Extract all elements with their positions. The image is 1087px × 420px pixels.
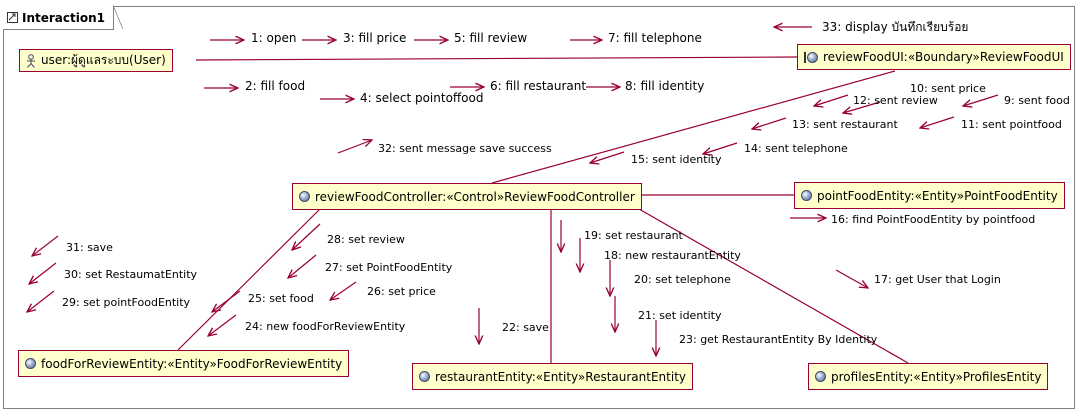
msg-25: 25: set food [248,292,314,305]
arrow-14 [703,142,738,154]
node-user-label: user:ผู้ดูแลระบบ(User) [41,53,166,67]
msg-28: 28: set review [327,233,405,246]
msg-11: 11: sent pointfood [961,118,1062,131]
arrow-13 [752,117,787,129]
node-profiles-entity-label: profilesEntity:«Entity»ProfilesEntity [831,369,1042,384]
msg-7: 7: fill telephone [608,31,702,45]
node-user[interactable]: user:ผู้ดูแลระบบ(User) [19,49,173,72]
msg-17: 17: get User that Login [874,273,1001,286]
arrow-30 [29,262,57,284]
node-restaurant-entity[interactable]: restaurantEntity:«Entity»RestaurantEntit… [412,363,694,390]
entity-icon [801,190,812,201]
control-icon [299,191,310,202]
msg-9: 9: sent food [1004,94,1070,107]
node-point-food-entity-label: pointFoodEntity:«Entity»PointFoodEntity [817,188,1058,203]
msg-13: 13: sent restaurant [792,118,898,131]
node-point-food-entity[interactable]: pointFoodEntity:«Entity»PointFoodEntity [794,182,1065,209]
arrow-28 [292,223,321,250]
msg-2: 2: fill food [245,79,306,93]
node-restaurant-entity-label: restaurantEntity:«Entity»RestaurantEntit… [435,369,687,384]
entity-icon [815,371,826,382]
msg-5: 5: fill review [454,31,528,45]
node-food-for-review-entity[interactable]: foodForReviewEntity:«Entity»FoodForRevie… [18,350,350,377]
arrow-11 [920,116,955,128]
arrow-17 [835,269,868,288]
msg-29: 29: set pointFoodEntity [62,296,191,309]
msg-12: 12: sent review [853,94,938,107]
msg-15: 15: sent identity [631,153,722,166]
entity-icon [419,371,430,382]
msg-24: 24: new foodForReviewEntity [245,320,406,333]
frame-title-tab[interactable]: Interaction1 [3,5,123,30]
node-food-for-review-entity-label: foodForReviewEntity:«Entity»FoodForRevie… [41,356,343,371]
msg-23: 23: get RestaurantEntity By Identity [679,333,878,346]
boundary-icon [807,51,818,63]
arrow-32 [337,140,372,154]
boundary-icon-bar [804,51,806,63]
msg-6: 6: fill restaurant [490,79,587,93]
frame-title: Interaction1 [22,10,105,25]
msg-1: 1: open [251,31,297,45]
msg-30: 30: set RestaumatEntity [64,268,198,281]
msg-18: 18: new restaurantEntity [604,249,741,262]
node-profiles-entity[interactable]: profilesEntity:«Entity»ProfilesEntity [808,363,1049,390]
msg-20: 20: set telephone [634,273,731,286]
arrow-26 [330,281,357,300]
arrow-24 [208,314,237,336]
msg-26: 26: set price [367,285,436,298]
arrow-27 [288,254,317,278]
link-user-ui [195,56,798,61]
node-review-food-controller[interactable]: reviewFoodController:«Control»ReviewFood… [292,183,642,210]
arrow-25 [212,290,241,312]
actor-icon [27,53,35,68]
msg-3: 3: fill price [343,31,407,45]
entity-icon [25,358,36,369]
interaction-icon [7,12,18,23]
msg-22: 22: save [502,321,549,334]
node-review-food-ui[interactable]: reviewFoodUI:«Boundary»ReviewFoodUI [797,44,1071,70]
node-review-food-controller-label: reviewFoodController:«Control»ReviewFood… [315,189,635,204]
arrow-10 [814,94,849,106]
msg-10: 10: sent price [910,82,986,95]
msg-19: 19: set restaurant [584,229,683,242]
msg-21: 21: set identity [638,309,722,322]
msg-14: 14: sent telephone [744,142,848,155]
arrow-9 [963,94,999,106]
arrow-12 [843,101,881,113]
msg-16: 16: find PointFoodEntity by pointfood [831,213,1036,226]
msg-31: 31: save [66,241,113,254]
msg-32: 32: sent message save success [378,142,552,155]
link-ui-controller [491,70,896,184]
arrow-29 [27,290,55,312]
msg-33: 33: display บันทึกเรียบร้อย [822,20,969,34]
node-review-food-ui-label: reviewFoodUI:«Boundary»ReviewFoodUI [823,50,1064,64]
link-controller-profiles [631,204,909,364]
msg-8: 8: fill identity [625,79,705,93]
arrow-15 [590,151,625,163]
arrow-31 [32,235,59,256]
msg-4: 4: select pointoffood [360,91,484,105]
msg-27: 27: set PointFoodEntity [325,261,453,274]
link-controller-foodreview [177,208,321,351]
